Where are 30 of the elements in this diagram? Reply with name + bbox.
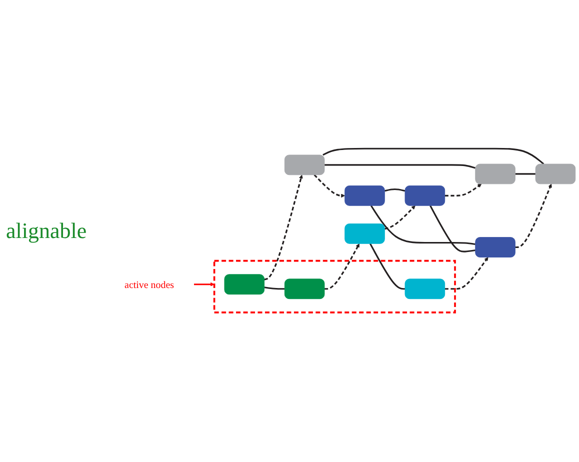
arrow — [384, 206, 416, 230]
arrow — [444, 184, 482, 197]
connector — [264, 287, 285, 290]
node-box — [284, 279, 325, 300]
node-box — [344, 224, 385, 244]
arrow — [515, 184, 552, 249]
connector — [369, 244, 405, 290]
connector — [515, 174, 536, 176]
annotation-text: alignable — [6, 218, 88, 244]
connector — [384, 188, 406, 192]
graph-drawing: active nodes — [101, 145, 579, 317]
connector — [324, 164, 476, 170]
connector — [322, 148, 544, 166]
connector — [370, 206, 476, 246]
cluster — [213, 260, 456, 314]
arrow — [194, 282, 214, 287]
arrow — [324, 244, 360, 290]
node-text: active nodes — [124, 279, 174, 290]
node-box — [535, 164, 576, 185]
arrow — [264, 175, 303, 281]
node-box — [344, 186, 385, 206]
arrow — [444, 258, 488, 290]
node-box — [224, 274, 265, 296]
node-box — [475, 238, 516, 258]
arrow — [314, 174, 346, 198]
connector — [430, 206, 476, 253]
node-box — [284, 155, 325, 176]
node-box — [404, 279, 446, 300]
node-box — [475, 164, 516, 185]
node-box — [404, 186, 446, 206]
